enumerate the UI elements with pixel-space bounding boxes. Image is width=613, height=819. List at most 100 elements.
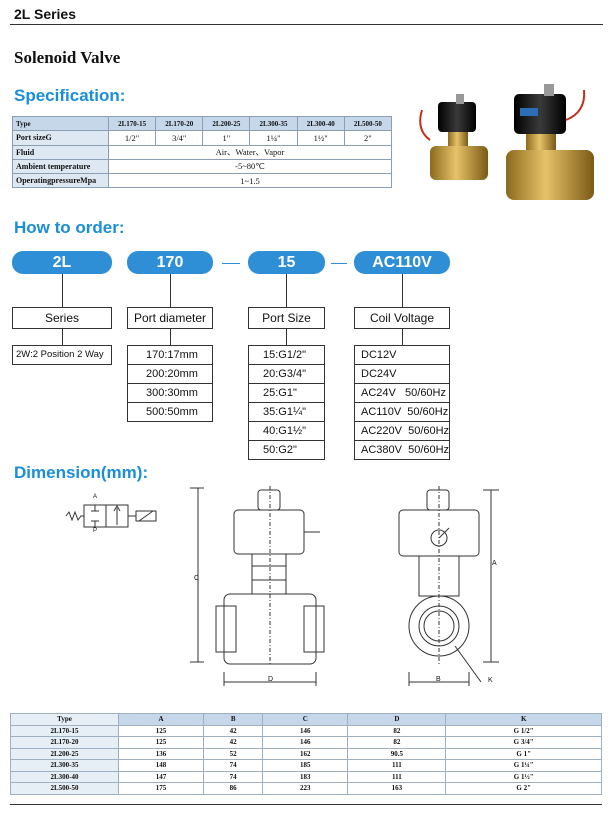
spec-model: 2L170-20 [155,115,204,132]
dimension-cell: G 2" [445,782,602,795]
dimension-header: A [117,713,205,726]
dimension-cell: 2L500-50 [10,782,119,795]
dimension-cell: G 1/2" [445,724,602,737]
dimension-label-b: B [436,676,441,683]
size-options: 15:G1/2" 20:G3/4" 25:G1" 35:G1¼" 40:G1½"… [248,345,325,460]
spec-temp: -5~80℃ [108,158,392,175]
dimension-cell: 52 [203,747,264,760]
voltage-option: AC24V 50/60Hz [354,383,450,403]
dimension-cell: 125 [117,724,205,737]
dimension-cell: 2L300-40 [10,770,119,783]
diameter-option: 300:30mm [127,383,213,403]
connector-line [170,274,171,308]
spec-row-temp: Ambient temperature -5~80℃ [12,158,392,175]
dimension-cell: 163 [347,782,447,795]
dimension-cell: 223 [262,782,349,795]
dimension-cell: G 1½" [445,770,602,783]
dimension-cell: 42 [203,724,264,737]
size-option: 20:G3/4" [248,364,325,384]
voltage-option: DC12V [354,345,450,365]
order-separator [222,263,240,264]
dimension-header: C [262,713,349,726]
spec-port: 1½" [296,130,345,146]
spec-port: 3/4" [155,130,204,146]
dimension-cell: G 1¼" [445,759,602,772]
large-valve [506,84,594,200]
dimension-cell: 74 [203,770,264,783]
order-code-voltage: AC110V [354,251,450,274]
dimension-cell: 148 [117,759,205,772]
dimension-cell: G 1" [445,747,602,760]
size-option: 50:G2" [248,440,325,460]
connector-line [62,329,63,345]
table-row: 2L170-20 125 42 146 82 G 3/4" [10,736,602,749]
dimension-cell: G 3/4" [445,736,602,749]
connector-line [170,329,171,345]
product-title: Solenoid Valve [14,48,121,67]
dimension-cell: 82 [347,736,447,749]
specification-heading: Specification: [14,86,126,105]
table-row: 2L170-15 125 42 146 82 G 1/2" [10,724,602,737]
spec-label: Port sizeG [12,130,109,146]
order-title-series: Series [12,307,112,329]
series-option: 2W:2 Position 2 Way [12,345,112,365]
header-divider [10,24,603,25]
spec-row-type: Type 2L170-15 2L170-20 2L200-25 2L300-35… [12,115,393,132]
dimension-label-a: A [492,560,497,567]
spec-model: 2L500-50 [343,115,393,132]
product-photo [419,84,594,200]
dimension-cell: 86 [203,782,264,795]
spec-model: 2L170-15 [107,115,157,132]
dimension-cell: 111 [347,770,447,783]
dimension-cell: 74 [203,759,264,772]
dimension-cell: 42 [203,736,264,749]
series-title: 2L Series [14,6,77,22]
dimension-cell: 82 [347,724,447,737]
dimension-cell: 136 [117,747,205,760]
order-code-series: 2L [12,251,112,274]
spec-model: 2L300-40 [296,115,345,132]
dimension-label-d: D [268,676,274,683]
dimension-cell: 147 [117,770,205,783]
table-row: 2L500-50 175 86 223 163 G 2" [10,782,602,795]
spec-row-pressure: OperatingpressureMpa 1~1.5 [12,173,392,189]
dimension-header: D [347,713,447,726]
order-code-size: 15 [248,251,325,274]
side-view-drawing [398,486,499,686]
dimension-heading: Dimension(mm): [14,463,149,482]
dimension-header-row: Type A B C D K [10,713,602,726]
spec-row-fluid: Fluid Air、Water、Vapor [12,144,392,160]
dimension-cell: 146 [262,724,349,737]
symbol-label-a: A [93,494,98,500]
dimension-cell: 183 [262,770,349,783]
order-title-diameter: Port diameter [127,307,213,329]
dimension-cell: 111 [347,759,447,772]
spec-fluid: Air、Water、Vapor [108,144,392,160]
size-option: 40:G1½" [248,421,325,441]
footer-divider [10,804,602,805]
voltage-option: DC24V [354,364,450,384]
dimension-header: K [445,713,602,726]
voltage-options: DC12V DC24V AC24V 50/60Hz AC110V 50/60Hz… [354,345,450,460]
valve-symbol [65,504,157,528]
dimension-cell: 125 [117,736,205,749]
diameter-option: 200:20mm [127,364,213,384]
voltage-option: AC220V 50/60Hz [354,421,450,441]
symbol-label-p: P [93,528,98,534]
order-title-size: Port Size [248,307,325,329]
spec-label: Fluid [12,144,109,160]
spec-row-port: Port sizeG 1/2" 3/4" 1" 1¼" 1½" 2" [12,130,393,146]
size-option: 35:G1¼" [248,402,325,422]
diameter-option: 170:17mm [127,345,213,365]
order-code-diameter: 170 [127,251,213,274]
size-option: 15:G1/2" [248,345,325,365]
dimension-cell: 2L170-15 [10,724,119,737]
dimension-cell: 162 [262,747,349,760]
dimension-cell: 175 [117,782,205,795]
dimension-label-c: C [194,575,200,582]
spec-label: Type [12,115,109,132]
spec-pressure: 1~1.5 [108,173,392,189]
dimension-cell: 2L170-20 [10,736,119,749]
connector-line [402,274,403,308]
voltage-option: AC110V 50/60Hz [354,402,450,422]
